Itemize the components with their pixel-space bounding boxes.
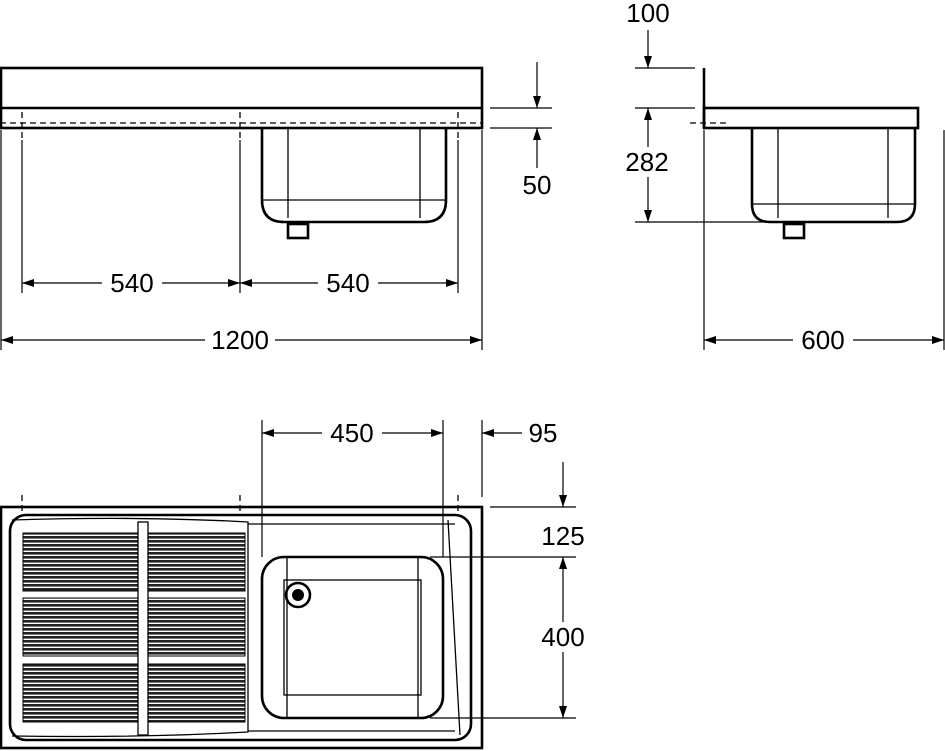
- plan-bowl: [260, 555, 445, 720]
- dim-rim-thickness: 50: [523, 170, 552, 200]
- dim-bowl-depth: 282: [625, 147, 668, 177]
- side-view: 100 282 600: [618, 0, 945, 355]
- dim-backsplash-height: 100: [626, 0, 669, 28]
- dim-right-centre: 540: [326, 268, 369, 298]
- drainer-grooves: [22, 521, 246, 736]
- dim-right-edge: 95: [529, 418, 558, 448]
- worktop-outline: [0, 66, 484, 130]
- dim-left-centre: 540: [110, 268, 153, 298]
- plan-outline: [0, 505, 484, 750]
- dim-bowl-width: 400: [541, 622, 584, 652]
- dim-bowl-length: 450: [330, 418, 373, 448]
- dim-total-depth: 600: [801, 325, 844, 355]
- dim-total-length: 1200: [211, 325, 269, 355]
- side-bowl-outline: [750, 128, 917, 224]
- drain-outlet: [286, 222, 310, 240]
- front-view: 540 540 1200 50: [0, 62, 552, 355]
- dim-front-edge: 125: [541, 521, 584, 551]
- plan-inner-edge: [8, 513, 473, 742]
- bowl-outline: [260, 128, 448, 224]
- plan-view: 450 95 125 400: [0, 418, 591, 750]
- side-worktop: [702, 106, 920, 130]
- drain-icon: [284, 581, 312, 609]
